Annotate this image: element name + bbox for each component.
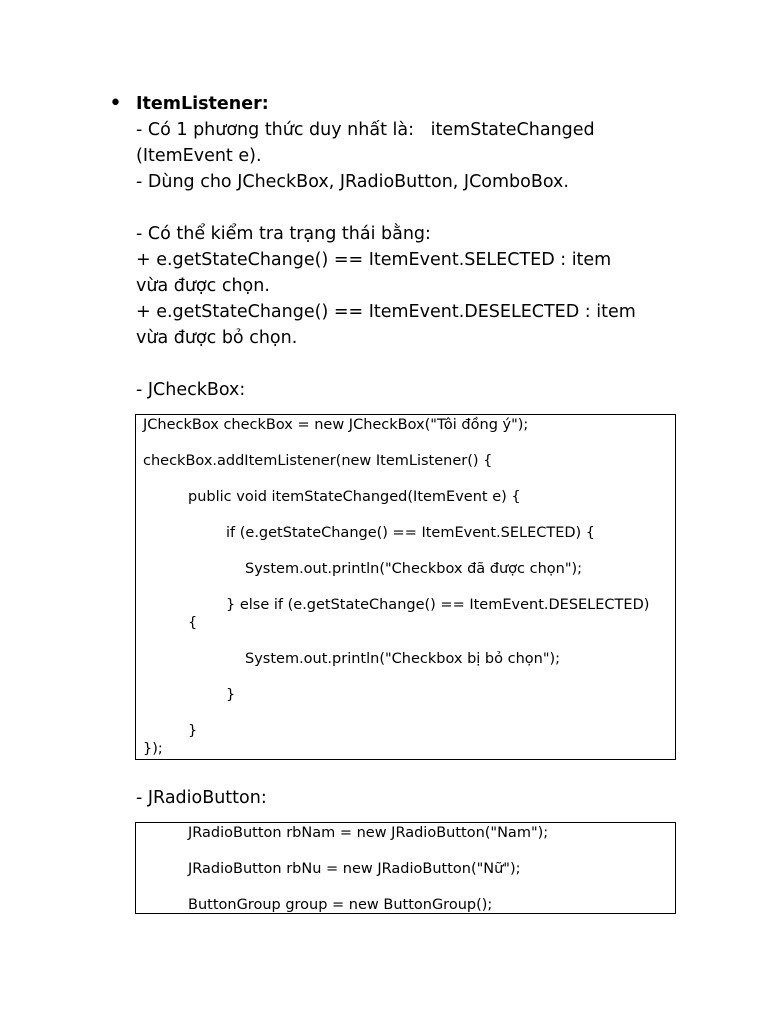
section-heading: ItemListener: (136, 94, 269, 114)
code-line: if (e.getStateChange() == ItemEvent.SELE… (226, 525, 596, 541)
code-line: checkBox.addItemListener(new ItemListene… (143, 453, 493, 469)
checkbox-code-box: JCheckBox checkBox = new JCheckBox("Tôi … (135, 414, 676, 760)
code-line: { (188, 615, 198, 631)
text-line: - Dùng cho JCheckBox, JRadioButton, JCom… (136, 172, 569, 192)
code-line: } (188, 723, 198, 739)
text-line: (ItemEvent e). (136, 146, 262, 166)
text-line: vừa được chọn. (136, 276, 270, 296)
code-line: } (226, 687, 236, 703)
radio-code-box: JRadioButton rbNam = new JRadioButton("N… (135, 822, 676, 914)
code-line: JCheckBox checkBox = new JCheckBox("Tôi … (143, 417, 529, 433)
code-line: } else if (e.getStateChange() == ItemEve… (226, 597, 650, 613)
text-line: + e.getStateChange() == ItemEvent.DESELE… (136, 302, 636, 322)
code-line: }); (143, 741, 163, 757)
code-line: JRadioButton rbNu = new JRadioButton("Nữ… (188, 861, 521, 877)
text-line: + e.getStateChange() == ItemEvent.SELECT… (136, 250, 612, 270)
code-line: System.out.println("Checkbox bị bỏ chọn"… (245, 651, 561, 667)
text-line: - Có thể kiểm tra trạng thái bằng: (136, 224, 431, 244)
code-line: System.out.println("Checkbox đã được chọ… (245, 561, 583, 577)
text-line: - Có 1 phương thức duy nhất là: itemStat… (136, 120, 595, 140)
subsection-label-radio: - JRadioButton: (136, 788, 267, 808)
code-line: ButtonGroup group = new ButtonGroup(); (188, 897, 493, 913)
bullet-marker: • (109, 91, 122, 116)
text-line: vừa được bỏ chọn. (136, 328, 298, 348)
code-line: public void itemStateChanged(ItemEvent e… (188, 489, 521, 505)
code-line: JRadioButton rbNam = new JRadioButton("N… (188, 825, 549, 841)
subsection-label-checkbox: - JCheckBox: (136, 380, 246, 400)
